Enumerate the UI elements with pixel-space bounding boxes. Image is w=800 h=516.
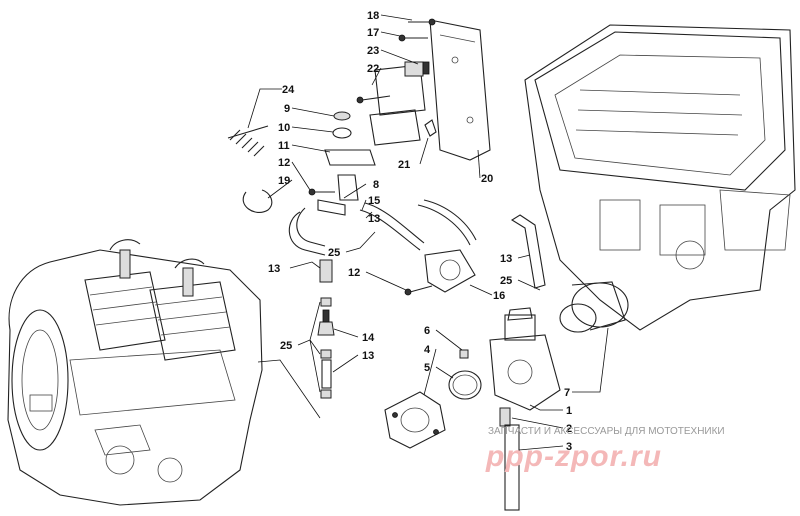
callout-labels: 18 17 23 22 24 9 10 11 12 19 21 20 8 15 … — [268, 10, 572, 453]
callout-14: 14 — [362, 332, 375, 344]
mounting-bracket-drawing — [429, 19, 491, 161]
carb-flange-drawing — [384, 391, 446, 449]
watermark-text: ЗАПЧАСТИ И АКСЕССУАРЫ ДЛЯ МОТОТЕХНИКИ — [488, 426, 725, 437]
callout-5: 5 — [424, 362, 430, 374]
callout-13-right: 13 — [500, 253, 512, 265]
callout-22: 22 — [367, 63, 379, 75]
intake-boot-drawing — [559, 281, 629, 333]
callout-25-right: 25 — [500, 275, 512, 287]
airbox-drawing — [524, 24, 796, 331]
fuel-valve-parts-drawing — [317, 111, 376, 216]
callout-7: 7 — [564, 387, 570, 399]
fuel-pump-drawing — [424, 249, 476, 293]
vent-fitting-drawing — [459, 349, 469, 359]
callout-13-left: 13 — [268, 263, 280, 275]
callout-19: 19 — [278, 175, 290, 187]
watermark: ЗАПЧАСТИ И АКСЕССУАРЫ ДЛЯ МОТОТЕХНИКИ pp… — [485, 426, 725, 473]
callout-4: 4 — [424, 344, 431, 356]
callout-13-bottom: 13 — [362, 350, 374, 362]
callout-2: 2 — [566, 423, 572, 435]
callout-9: 9 — [284, 103, 290, 115]
callout-16: 16 — [493, 290, 505, 302]
callout-25-left: 25 — [280, 340, 292, 352]
carb-clamp-drawing — [448, 370, 482, 400]
callout-17: 17 — [367, 27, 379, 39]
callout-12-top: 12 — [278, 157, 290, 169]
callout-24: 24 — [282, 84, 295, 96]
callout-3: 3 — [566, 441, 572, 453]
callout-8: 8 — [373, 179, 379, 191]
callout-10: 10 — [278, 122, 290, 134]
watermark-logo: ppp-zpor.ru — [485, 440, 662, 473]
callout-21: 21 — [398, 159, 410, 171]
callout-15: 15 — [368, 195, 380, 207]
carburetor-drawing — [489, 307, 561, 427]
leader-lines — [247, 14, 609, 451]
drain-tube-drawing — [504, 424, 520, 511]
fuel-filter-drawing — [317, 259, 335, 399]
callout-12-pump: 12 — [348, 267, 360, 279]
spring-drawing — [227, 125, 269, 157]
callout-18: 18 — [367, 10, 379, 22]
callout-11: 11 — [278, 140, 290, 152]
callout-25-top: 25 — [328, 247, 340, 259]
callout-6: 6 — [424, 325, 430, 337]
callout-13-top: 13 — [368, 213, 380, 225]
engine-block-drawing — [7, 239, 263, 506]
fuel-hoses-drawing — [288, 199, 546, 289]
callout-20: 20 — [481, 173, 493, 185]
screws-drawing — [308, 18, 437, 296]
relay-block-drawing — [369, 61, 430, 146]
hose-clamp-drawing — [242, 189, 273, 213]
callout-23: 23 — [367, 45, 379, 57]
callout-1: 1 — [566, 405, 572, 417]
